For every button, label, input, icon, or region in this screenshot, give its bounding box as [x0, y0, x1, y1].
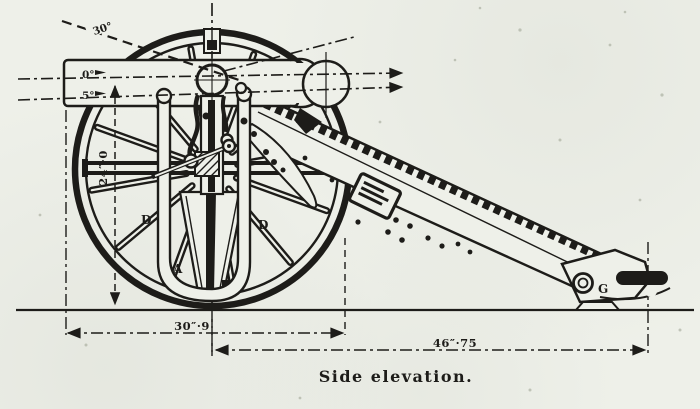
caption: Side elevation.: [319, 367, 474, 386]
dimension-46-75: 46″·75: [214, 336, 647, 356]
label-30deg-group: 30°: [84, 15, 120, 39]
dimension-24-0: 24″·0: [96, 84, 121, 306]
label-0deg: 0°: [82, 69, 95, 81]
nameplate: [348, 172, 402, 220]
lever-left: [187, 94, 201, 157]
trail-shoe: [573, 301, 622, 311]
lunette-handle: [616, 271, 668, 285]
datum-line-5deg: [17, 81, 404, 101]
dimension-30-9: 30″·9: [66, 319, 345, 339]
dim-label-30-9: 30″·9: [174, 319, 210, 333]
trail-eye-hole: [572, 272, 594, 294]
part-label-d-right: D: [258, 218, 268, 232]
barrel-tube: [62, 58, 300, 108]
lever-right: [220, 95, 229, 133]
lunette-notch: [645, 285, 657, 297]
sight-bracket: [294, 108, 322, 134]
bolt-heads: [202, 112, 286, 173]
elevating-frame: [155, 85, 253, 303]
part-label-g: G: [598, 282, 608, 296]
trail: G: [245, 87, 671, 311]
label-5deg: 5°: [82, 90, 95, 102]
elevating-column-lower: [178, 190, 246, 294]
dim-label-46-75: 46″·75: [433, 336, 477, 350]
scan-specks: [38, 6, 682, 400]
part-label-a: A: [172, 262, 183, 276]
trail-flange-line: [257, 111, 589, 273]
part-label-d-left: D: [141, 213, 151, 227]
arrow-0deg: [95, 70, 106, 75]
datum-line-0deg: [17, 67, 404, 80]
elevating-screw-housing: [199, 94, 225, 196]
lunette-bracket: [599, 287, 671, 301]
trail-eye-assembly: G: [560, 248, 671, 311]
arrow-5deg: [95, 91, 106, 96]
dim-label-24-0: 24″·0: [96, 150, 110, 186]
